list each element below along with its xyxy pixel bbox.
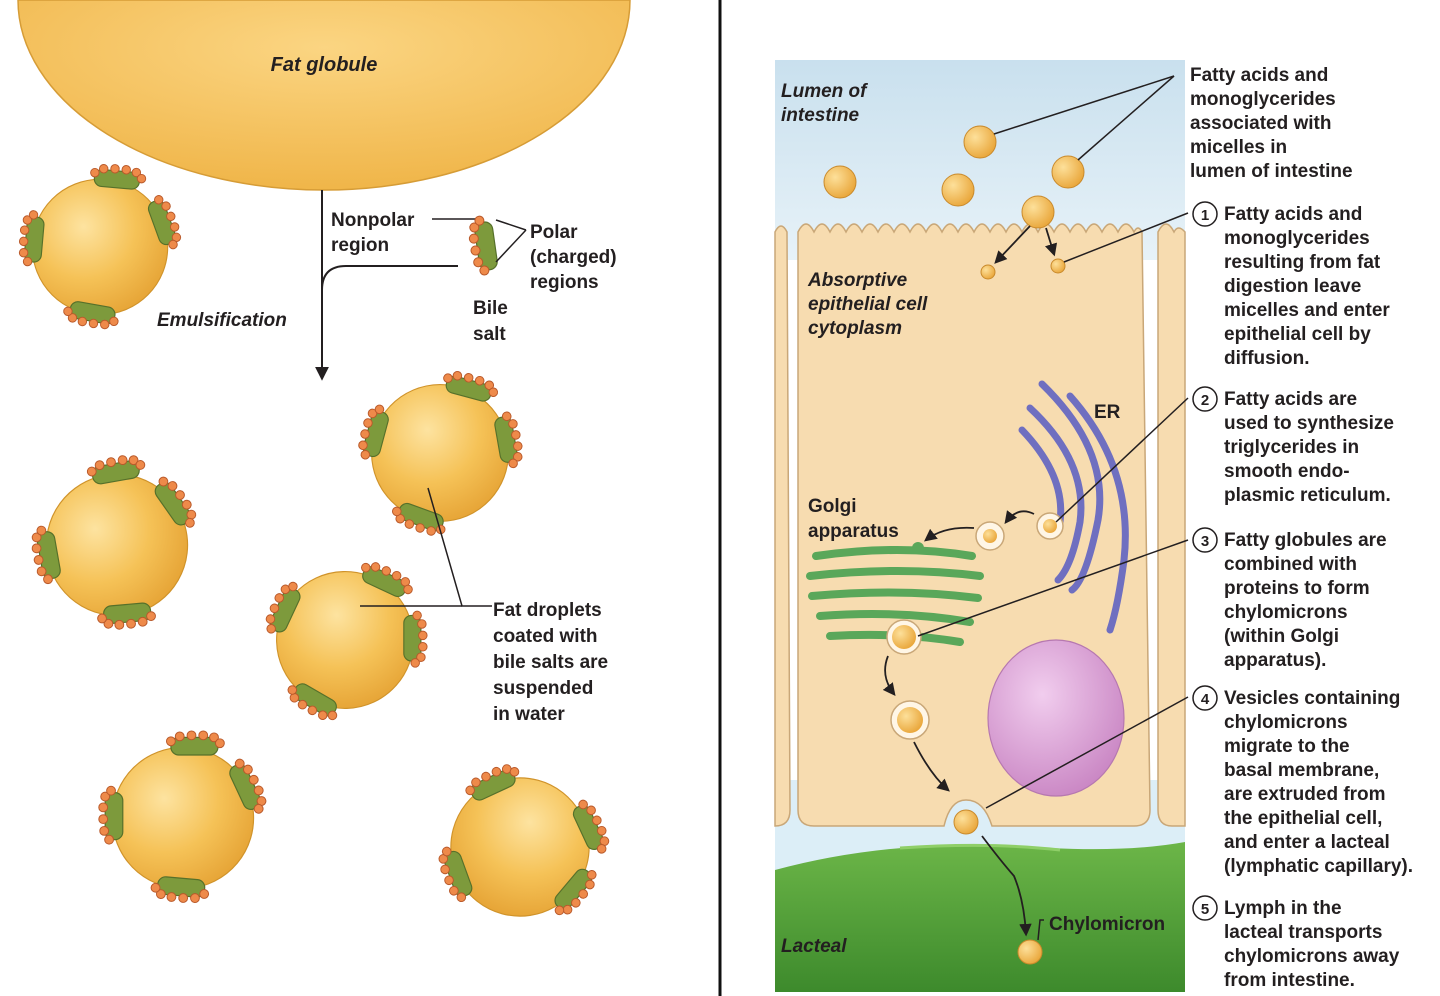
micelles-label-5: lumen of intestine: [1190, 161, 1353, 182]
micelles-label-1: Fatty acids and: [1190, 65, 1328, 86]
svg-text:basal membrane,: basal membrane,: [1224, 760, 1379, 781]
micelle: [941, 173, 975, 207]
fat-droplets-label-3: bile salts are: [493, 652, 608, 673]
cytoplasm-label-2: epithelial cell: [808, 294, 928, 315]
golgi-label-1: Golgi: [808, 496, 857, 517]
svg-text:are extruded from: are extruded from: [1224, 784, 1386, 805]
chylomicron: [953, 809, 979, 835]
fat-droplet: [403, 731, 639, 966]
fat-globule: [17, 0, 631, 191]
svg-text:3: 3: [1201, 533, 1209, 550]
svg-text:chylomicrons away: chylomicrons away: [1224, 946, 1400, 967]
step-2: 2 Fatty acids are used to synthesize tri…: [1192, 386, 1394, 506]
svg-text:(within Golgi: (within Golgi: [1224, 626, 1339, 647]
svg-text:from intestine.: from intestine.: [1224, 970, 1355, 991]
lumen-label-1: Lumen of: [781, 81, 868, 102]
left-panel: Fat globule Emulsification Nonpolar regi…: [11, 0, 638, 966]
fat-droplet: [89, 722, 279, 913]
nonpolar-label-1: Nonpolar: [331, 210, 415, 231]
svg-text:smooth endo-: smooth endo-: [1224, 461, 1350, 482]
fat-droplets-label-1: Fat droplets: [493, 600, 602, 621]
chylomicron-label: Chylomicron: [1049, 914, 1165, 935]
micelles-label-2: monoglycerides: [1190, 89, 1336, 110]
polar-label-2: (charged): [530, 247, 617, 268]
svg-text:Fatty acids and: Fatty acids and: [1224, 204, 1362, 225]
micelles-label-3: associated with: [1190, 113, 1332, 134]
cytoplasm-label-1: Absorptive: [807, 270, 908, 291]
micelles-label-4: micelles in: [1190, 137, 1287, 158]
svg-text:monoglycerides: monoglycerides: [1224, 228, 1370, 249]
fatty-acid: [980, 264, 996, 280]
step-1: 1 Fatty acids and monoglycerides resulti…: [1192, 201, 1390, 369]
svg-text:apparatus).: apparatus).: [1224, 650, 1326, 671]
step-5: 5 Lymph in the lacteal transports chylom…: [1192, 895, 1400, 991]
svg-text:2: 2: [1201, 392, 1209, 409]
svg-text:the epithelial cell,: the epithelial cell,: [1224, 808, 1382, 829]
lacteal-label: Lacteal: [781, 936, 847, 957]
svg-text:Fatty acids are: Fatty acids are: [1224, 389, 1357, 410]
svg-text:and enter a lacteal: and enter a lacteal: [1224, 832, 1390, 853]
lumen-label-2: intestine: [781, 105, 860, 126]
svg-text:triglycerides in: triglycerides in: [1224, 437, 1359, 458]
micelle: [823, 165, 857, 199]
svg-text:epithelial cell by: epithelial cell by: [1224, 324, 1371, 345]
fat-droplet: [237, 531, 455, 750]
fat-droplets-label-5: in water: [493, 704, 565, 725]
nonpolar-label-2: region: [331, 235, 389, 256]
step-3: 3 Fatty globules are combined with prote…: [1192, 527, 1387, 671]
chylomicron: [1017, 939, 1043, 965]
svg-text:micelles and enter: micelles and enter: [1224, 300, 1390, 321]
svg-text:plasmic reticulum.: plasmic reticulum.: [1224, 485, 1391, 506]
polar-label-3: regions: [530, 272, 599, 293]
svg-text:4: 4: [1201, 691, 1210, 708]
svg-text:migrate to the: migrate to the: [1224, 736, 1350, 757]
polar-label-1: Polar: [530, 222, 578, 243]
svg-text:lacteal transports: lacteal transports: [1224, 922, 1382, 943]
micelle: [1051, 155, 1085, 189]
fatty-acid: [1050, 258, 1066, 274]
emulsification-label: Emulsification: [157, 310, 287, 331]
golgi-label-2: apparatus: [808, 521, 899, 542]
svg-text:diffusion.: diffusion.: [1224, 348, 1309, 369]
fat-droplets-label-2: coated with: [493, 626, 598, 647]
fat-globule-label: Fat globule: [271, 54, 378, 76]
right-panel: ER Golgi apparatus Lumen of in: [774, 60, 1413, 992]
cytoplasm-label-3: cytoplasm: [808, 318, 902, 339]
bile-salt-label-1: Bile: [473, 298, 508, 319]
fat-droplet: [343, 354, 540, 552]
lacteal: [775, 842, 1185, 992]
svg-text:Lymph in the: Lymph in the: [1224, 898, 1342, 919]
svg-text:digestion leave: digestion leave: [1224, 276, 1361, 297]
svg-text:proteins to form: proteins to form: [1224, 578, 1370, 599]
endoplasmic-reticulum: [1018, 380, 1129, 634]
micelle: [963, 125, 997, 159]
svg-text:chylomicrons: chylomicrons: [1224, 712, 1348, 733]
fat-droplet: [17, 162, 185, 331]
svg-text:1: 1: [1201, 207, 1209, 224]
svg-text:5: 5: [1201, 901, 1209, 918]
nucleus: [987, 639, 1125, 797]
svg-text:Vesicles containing: Vesicles containing: [1224, 688, 1400, 709]
fat-droplets-label-4: suspended: [493, 678, 593, 699]
svg-text:resulting from fat: resulting from fat: [1224, 252, 1381, 273]
er-label: ER: [1094, 402, 1121, 423]
svg-text:(lymphatic capillary).: (lymphatic capillary).: [1224, 856, 1413, 877]
svg-text:Fatty globules are: Fatty globules are: [1224, 530, 1387, 551]
bile-salt-label-2: salt: [473, 324, 506, 345]
svg-text:chylomicrons: chylomicrons: [1224, 602, 1348, 623]
micelle: [1021, 195, 1055, 229]
step-4: 4 Vesicles containing chylomicrons migra…: [1192, 685, 1413, 877]
svg-text:combined with: combined with: [1224, 554, 1357, 575]
svg-text:used to synthesize: used to synthesize: [1224, 413, 1394, 434]
fat-droplet: [11, 437, 226, 653]
bile-salt: [465, 213, 500, 277]
